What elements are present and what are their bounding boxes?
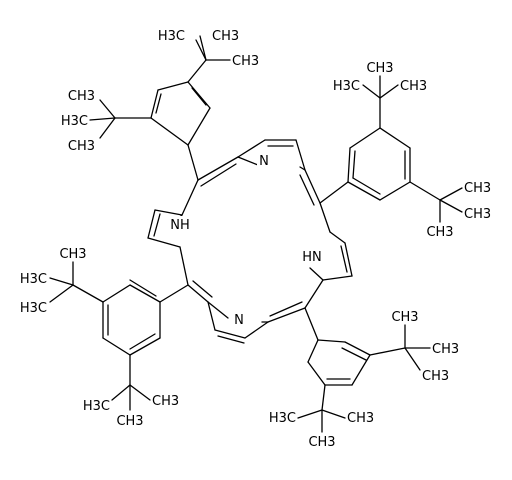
bond-lines bbox=[49, 35, 463, 433]
atom-label-nh-left: NH bbox=[170, 218, 190, 233]
methyl-label: H3C bbox=[20, 301, 47, 316]
atom-label-n-bottom: N bbox=[234, 313, 244, 328]
methyl-label: CH3 bbox=[68, 89, 95, 104]
methyl-label: CH3 bbox=[59, 247, 86, 262]
methyl-label: H3C bbox=[158, 29, 185, 44]
methyl-label: CH3 bbox=[464, 181, 491, 196]
methyl-label: CH3 bbox=[464, 207, 491, 222]
methyl-label: CH3 bbox=[366, 61, 393, 76]
methyl-label: H3C bbox=[333, 79, 360, 94]
atom-label-n-top: N bbox=[259, 154, 269, 169]
methyl-label: CH3 bbox=[432, 342, 459, 357]
methyl-label: CH3 bbox=[68, 139, 95, 154]
methyl-label: CH3 bbox=[400, 79, 427, 94]
methyl-label: H3C bbox=[269, 411, 296, 426]
methyl-label: H3C bbox=[83, 399, 110, 414]
methyl-label: CH3 bbox=[152, 394, 179, 409]
methyl-label: CH3 bbox=[232, 54, 259, 69]
methyl-label: CH3 bbox=[347, 411, 374, 426]
methyl-label: H3C bbox=[20, 272, 47, 287]
methyl-label: CH3 bbox=[426, 225, 453, 240]
atom-label-hn-right: HN bbox=[302, 250, 322, 265]
methyl-label: H3C bbox=[61, 114, 88, 129]
methyl-label: CH3 bbox=[116, 414, 143, 429]
methyl-label: CH3 bbox=[212, 29, 239, 44]
atom-labels: N NH HN N H3C CH3 CH3 CH3 H3C CH3 H3C CH… bbox=[20, 29, 491, 450]
methyl-label: CH3 bbox=[391, 310, 418, 325]
methyl-label: CH3 bbox=[422, 369, 449, 384]
methyl-label: CH3 bbox=[308, 435, 335, 450]
